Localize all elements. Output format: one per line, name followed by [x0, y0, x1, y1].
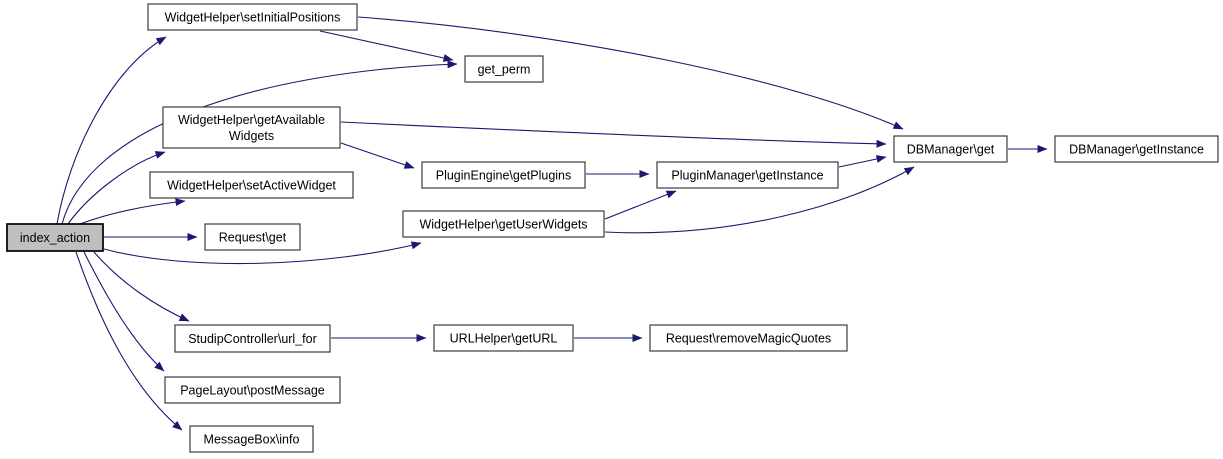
node-box[interactable] — [1054, 135, 1219, 163]
node-removeMagicQuotes[interactable]: Request\removeMagicQuotes — [649, 324, 848, 352]
node-box[interactable] — [149, 171, 354, 199]
edge-getUserWidgets-to-PluginManager_getInstance — [604, 190, 677, 220]
node-box[interactable] — [174, 324, 331, 353]
node-box[interactable] — [402, 210, 605, 238]
node-label: Request\removeMagicQuotes — [666, 332, 831, 346]
edge-PluginManager_getInstance-to-DBManager_get — [838, 155, 887, 168]
node-label: WidgetHelper\getUserWidgets — [419, 218, 587, 232]
node-label: URLHelper\getURL — [450, 332, 558, 346]
node-DBManager_getInstance[interactable]: DBManager\getInstance — [1054, 135, 1219, 163]
node-label: MessageBox\info — [204, 433, 300, 447]
node-Request_get[interactable]: Request\get — [204, 223, 301, 251]
node-label: StudipController\url_for — [188, 332, 317, 346]
edge-setInitialPositions-to-get_perm — [319, 30, 454, 62]
node-index_action[interactable]: index_action — [6, 223, 104, 252]
edge-index_action-to-setActiveWidget — [79, 198, 186, 225]
node-label: WidgetHelper\setInitialPositions — [165, 11, 341, 25]
edge-index_action-to-getUserWidgets — [103, 241, 422, 265]
node-URLHelper_getURL[interactable]: URLHelper\getURL — [433, 324, 574, 352]
node-box[interactable] — [893, 135, 1008, 163]
node-MessageBox_info[interactable]: MessageBox\info — [189, 425, 314, 453]
node-box[interactable] — [204, 223, 301, 251]
node-PluginManager_getInstance[interactable]: PluginManager\getInstance — [656, 161, 839, 189]
node-box[interactable] — [164, 376, 341, 404]
node-box[interactable] — [464, 55, 544, 83]
node-postMessage[interactable]: PageLayout\postMessage — [164, 376, 341, 404]
node-box[interactable] — [656, 161, 839, 189]
node-label: PluginEngine\getPlugins — [436, 169, 572, 183]
node-DBManager_get[interactable]: DBManager\get — [893, 135, 1008, 163]
node-label: WidgetHelper\setActiveWidget — [167, 179, 336, 193]
node-box[interactable] — [6, 223, 104, 252]
edge-index_action-to-url_for — [93, 251, 190, 322]
edge-getAvailableWidgets-to-DBManager_get — [340, 121, 887, 148]
edge-index_action-to-setInitialPositions — [56, 36, 167, 225]
node-label: get_perm — [478, 63, 531, 77]
node-label: DBManager\getInstance — [1069, 143, 1204, 157]
node-box[interactable] — [147, 3, 358, 31]
edge-index_action-to-getAvailableWidgets — [67, 151, 166, 225]
node-label: index_action — [20, 231, 90, 245]
edge-index_action-to-MessageBox_info — [75, 251, 183, 431]
node-setInitialPositions[interactable]: WidgetHelper\setInitialPositions — [147, 3, 358, 31]
node-label: DBManager\get — [907, 143, 995, 157]
node-setActiveWidget[interactable]: WidgetHelper\setActiveWidget — [149, 171, 354, 199]
edge-getUserWidgets-to-DBManager_get — [604, 166, 915, 234]
node-box[interactable] — [421, 161, 586, 189]
node-label: PageLayout\postMessage — [180, 384, 325, 398]
node-label: Request\get — [219, 231, 287, 245]
node-box[interactable] — [189, 425, 314, 453]
edge-index_action-to-postMessage — [83, 251, 165, 372]
node-label: PluginManager\getInstance — [671, 169, 823, 183]
node-get_perm[interactable]: get_perm — [464, 55, 544, 83]
node-url_for[interactable]: StudipController\url_for — [174, 324, 331, 353]
node-getUserWidgets[interactable]: WidgetHelper\getUserWidgets — [402, 210, 605, 238]
node-box[interactable] — [433, 324, 574, 352]
node-getPlugins[interactable]: PluginEngine\getPlugins — [421, 161, 586, 189]
edge-getAvailableWidgets-to-getPlugins — [340, 142, 415, 169]
node-box[interactable] — [162, 106, 341, 149]
edge-setInitialPositions-to-DBManager_get — [357, 16, 904, 130]
node-box[interactable] — [649, 324, 848, 352]
